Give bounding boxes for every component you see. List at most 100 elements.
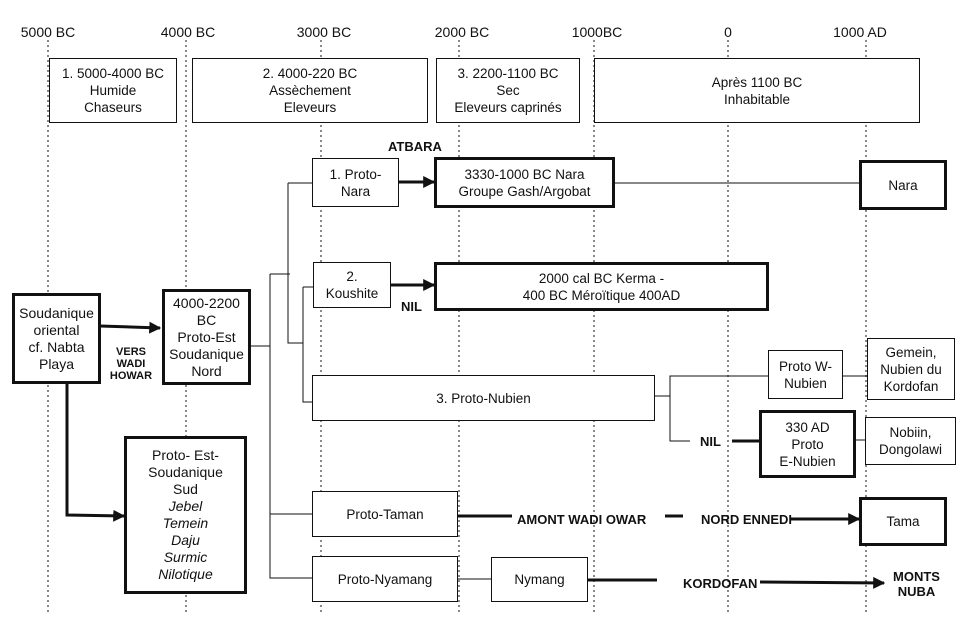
period-1-line-3: Chaseurs (84, 100, 142, 115)
proto-w-nubien-line-2: Nubien (784, 375, 827, 391)
label-atbara: ATBARA (388, 139, 442, 154)
period-4-line-1: Après 1100 BC (711, 74, 803, 90)
period-2-line-2: Assèchement (269, 83, 351, 98)
node-proto-taman: Proto-Taman (312, 491, 458, 537)
nymang-label: Nymang (514, 572, 565, 587)
node-kerma-meroitique: 2000 cal BC Kerma - 400 BC Méroïtique 40… (434, 262, 769, 311)
koushite-line-1: 2. (346, 269, 358, 284)
vers-wadi-howar-line-1: VERS (116, 346, 146, 358)
proto-nara-line-1: 1. Proto- (329, 166, 382, 182)
axis-tick-2000bc: 2000 BC (434, 24, 490, 40)
proto-nara-line-2: Nara (340, 183, 371, 199)
period-1-line-2: Humide (89, 83, 137, 98)
nara-label: Nara (888, 177, 918, 193)
gemein-line-3: Kordofan (883, 378, 939, 394)
node-nymang: Nymang (491, 557, 588, 602)
connector-nubien-split (655, 375, 768, 397)
axis-tick-1000bc: 1000BC (571, 24, 623, 40)
tama-label: Tama (886, 514, 920, 529)
thin-connectors (250, 182, 867, 580)
period-4-line-2: Inhabitable (723, 91, 791, 107)
period-3-line-1: 3. 2200-1100 BC (457, 66, 559, 81)
period-2-line-1: 2. 4000-220 BC (262, 66, 358, 81)
proto-est-nord-line-5: Nord (191, 362, 222, 379)
koushite-line-2: Koushite (325, 286, 379, 301)
soudanique-oriental-line-2: oriental (33, 321, 80, 338)
axis-tick-0: 0 (724, 24, 732, 40)
proto-nyamang-label: Proto-Nyamang (337, 571, 433, 587)
proto-w-nubien-line-1: Proto W- (778, 358, 832, 374)
connector-kb-bracket (302, 287, 312, 403)
node-proto-est-soudanique-sud: Proto- Est- Soudanique Sud Jebel Temein … (124, 436, 247, 594)
label-nil-1: NIL (401, 299, 422, 314)
period-1-line-1: 1. 5000-4000 BC (61, 66, 165, 81)
node-nara-gash-argobat: 3330-1000 BC Nara Groupe Gash/Argobat (434, 157, 615, 208)
node-proto-est-soudanique-nord: 4000-2200 BC Proto-Est Soudanique Nord (162, 289, 251, 385)
label-amont-wadi-owar: AMONT WADI OWAR (517, 512, 647, 527)
kerma-line-1: 2000 cal BC Kerma - (538, 270, 665, 286)
gemein-line-1: Gemein, (885, 344, 937, 360)
period-box-2: 2. 4000-220 BC Assèchement Eleveurs (192, 58, 428, 123)
node-proto-w-nubien: Proto W- Nubien (768, 350, 843, 399)
proto-taman-label: Proto-Taman (346, 506, 424, 522)
proto-est-nord-line-1: 4000-2200 (173, 294, 240, 311)
period-box-4: Après 1100 BC Inhabitable (594, 58, 920, 123)
label-monts-nuba: MONTS NUBA (893, 569, 940, 599)
proto-e-nubien-line-2: Proto (791, 436, 824, 452)
node-soudanique-oriental: Soudanique oriental cf. Nabta Playa (12, 293, 101, 384)
axis-tick-4000bc: 4000 BC (160, 24, 216, 40)
node-nobiin-dongolawi: Nobiin, Dongolawi (865, 417, 956, 465)
node-proto-e-nubien: 330 AD Proto E-Nubien (759, 410, 856, 478)
soudanique-oriental-line-1: Soudanique (19, 304, 94, 321)
nobiin-line-1: Nobiin, (889, 425, 932, 440)
period-3-line-3: Eleveurs caprinés (454, 100, 562, 115)
soudanique-oriental-line-3: cf. Nabta (28, 338, 85, 355)
vers-wadi-howar-line-2: WADI (116, 358, 146, 370)
axis-tick-3000bc: 3000 BC (296, 24, 352, 40)
proto-est-sud-daju: Daju (171, 532, 200, 548)
connector-bracket-lower (269, 274, 312, 579)
vers-wadi-howar-line-3: HOWAR (109, 370, 153, 382)
connector-nubien-down (669, 376, 690, 442)
node-proto-nyamang: Proto-Nyamang (312, 556, 458, 602)
proto-e-nubien-line-3: E-Nubien (779, 453, 836, 469)
proto-est-sud-temein: Temein (162, 515, 209, 531)
label-kordofan: KORDOFAN (683, 576, 758, 591)
proto-est-sud-nilotique: Nilotique (158, 566, 213, 582)
label-nord-ennedi: NORD ENNEDI (701, 512, 793, 527)
axis-tick-5000bc: 5000 BC (20, 24, 76, 40)
proto-est-sud-line-1: Proto- Est- (152, 447, 219, 463)
node-proto-nara: 1. Proto- Nara (312, 158, 399, 207)
period-box-3: 3. 2200-1100 BC Sec Eleveurs caprinés (436, 58, 580, 123)
arrow-to-proto-est-sud (65, 384, 126, 522)
node-nara: Nara (859, 160, 947, 210)
period-3-line-2: Sec (496, 83, 520, 98)
time-gridlines (47, 40, 867, 615)
proto-est-sud-jebel: Jebel (168, 498, 203, 514)
nobiin-line-2: Dongolawi (878, 442, 943, 457)
nara-gash-line-2: Groupe Gash/Argobat (458, 183, 591, 199)
proto-e-nubien-line-1: 330 AD (785, 419, 830, 435)
label-nil-2: NIL (700, 434, 721, 449)
label-vers-wadi-howar: VERS WADI HOWAR (106, 346, 156, 382)
proto-est-nord-line-4: Soudanique (169, 345, 244, 362)
proto-est-nord-line-2: BC (196, 311, 217, 328)
monts-nuba-line-2: NUBA (897, 584, 936, 599)
soudanique-oriental-line-4: Playa (38, 355, 75, 372)
monts-nuba-line-1: MONTS (893, 569, 940, 584)
arrow-kordofan (759, 576, 886, 589)
thick-connectors (65, 176, 886, 589)
period-box-1: 1. 5000-4000 BC Humide Chaseurs (49, 58, 177, 123)
proto-est-sud-line-3: Sud (173, 481, 198, 497)
node-proto-nubien: 3. Proto-Nubien (312, 375, 655, 421)
node-tama: Tama (859, 497, 947, 546)
axis-tick-1000ad: 1000 AD (833, 24, 887, 40)
proto-est-sud-line-2: Soudanique (148, 464, 223, 480)
gemein-line-2: Nubien du (880, 361, 942, 377)
node-gemein-nubien-kordofan: Gemein, Nubien du Kordofan (867, 338, 955, 400)
kerma-line-2: 400 BC Méroïtique 400AD (522, 287, 681, 303)
proto-est-sud-surmic: Surmic (163, 549, 208, 565)
proto-nubien-label: 3. Proto-Nubien (436, 390, 531, 406)
connector-bracket-upper (287, 183, 303, 344)
